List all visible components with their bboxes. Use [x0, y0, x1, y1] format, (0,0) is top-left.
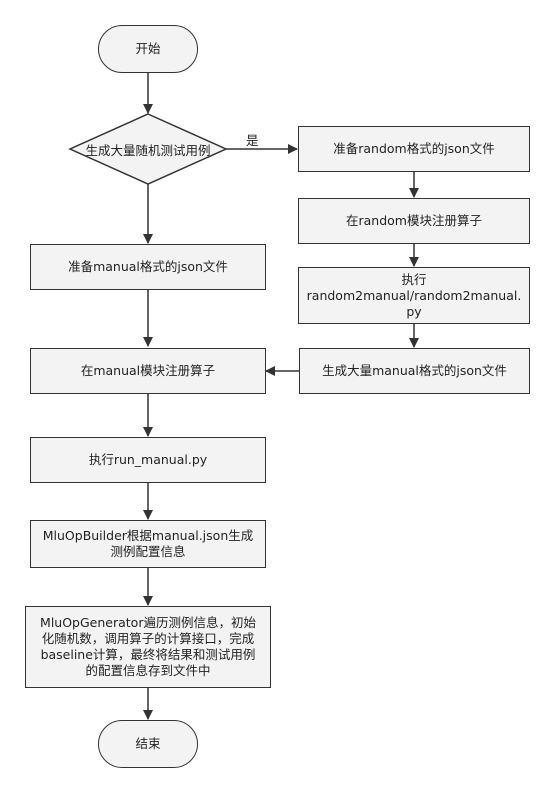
- run-manual-text: 执行run_manual.py: [88, 452, 208, 467]
- run-manual-box: 执行run_manual.py: [30, 437, 266, 483]
- gen-manual-json-box: 生成大量manual格式的json文件: [299, 348, 530, 394]
- register-manual-box: 在manual模块注册算子: [30, 348, 266, 394]
- yes-label: 是: [246, 133, 259, 148]
- start-label: 开始: [135, 41, 161, 56]
- decision-diamond: [68, 113, 228, 185]
- prepare-manual-json-box: 准备manual格式的json文件: [30, 244, 266, 290]
- register-manual-text: 在manual模块注册算子: [80, 363, 216, 378]
- generator-text: MluOpGenerator遍历测例信息，初始 化随机数，调用算子的计算接口，完…: [40, 615, 256, 678]
- gen-manual-json-text: 生成大量manual格式的json文件: [322, 363, 507, 378]
- prepare-random-json-text: 准备random格式的json文件: [333, 141, 495, 156]
- register-random-text: 在random模块注册算子: [346, 213, 482, 228]
- end-label: 结束: [135, 736, 161, 751]
- builder-box: MluOpBuilder根据manual.json生成 测例配置信息: [30, 520, 266, 568]
- prepare-random-json-box: 准备random格式的json文件: [298, 126, 530, 172]
- decision-text: 生成大量随机测试用例: [85, 142, 211, 158]
- run-random2manual-text: 执行 random2manual/random2manual. py: [306, 271, 522, 319]
- decision-label: 生成大量随机测试用例: [70, 134, 226, 164]
- builder-text: MluOpBuilder根据manual.json生成 测例配置信息: [42, 528, 254, 559]
- generator-box: MluOpGenerator遍历测例信息，初始 化随机数，调用算子的计算接口，完…: [25, 606, 271, 688]
- end-terminal: 结束: [98, 720, 198, 768]
- prepare-manual-json-text: 准备manual格式的json文件: [68, 259, 228, 274]
- run-random2manual-box: 执行 random2manual/random2manual. py: [298, 267, 530, 324]
- start-terminal: 开始: [98, 25, 198, 73]
- register-random-box: 在random模块注册算子: [298, 198, 530, 244]
